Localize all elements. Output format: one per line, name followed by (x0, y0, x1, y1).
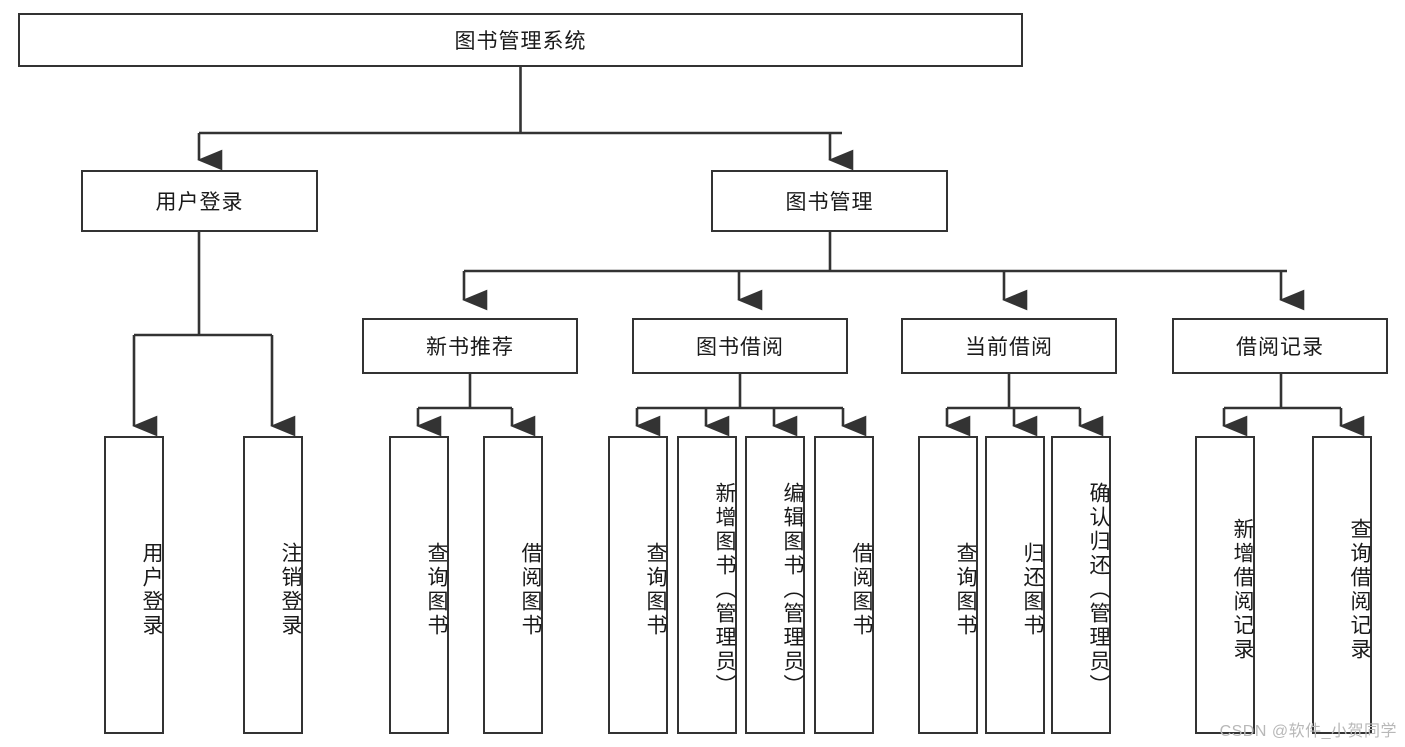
node-label: 查询图书 (644, 542, 667, 638)
node-leaf-query-book-borrow[interactable]: 查询图书 (608, 436, 668, 734)
node-borrow-record[interactable]: 借阅记录 (1172, 318, 1388, 374)
node-new-book-recommend[interactable]: 新书推荐 (362, 318, 578, 374)
node-label: 新增图书（管理员） (713, 482, 736, 698)
node-leaf-query-book-current[interactable]: 查询图书 (918, 436, 978, 734)
node-current-borrow[interactable]: 当前借阅 (901, 318, 1117, 374)
node-leaf-edit-book[interactable]: 编辑图书（管理员） (745, 436, 805, 734)
node-leaf-logout-login[interactable]: 注销登录 (243, 436, 303, 734)
node-label: 归还图书 (1021, 542, 1044, 638)
node-label: 确认归还（管理员） (1087, 482, 1110, 698)
node-book-management[interactable]: 图书管理 (711, 170, 948, 232)
node-label: 查询图书 (425, 542, 448, 638)
node-leaf-borrow-book-recommend[interactable]: 借阅图书 (483, 436, 543, 734)
node-label: 注销登录 (279, 542, 302, 638)
node-label: 图书借阅 (696, 336, 784, 359)
node-label: 查询图书 (954, 542, 977, 638)
node-label: 用户登录 (140, 542, 163, 638)
node-book-borrow[interactable]: 图书借阅 (632, 318, 848, 374)
node-label: 图书管理系统 (454, 30, 587, 53)
node-leaf-confirm-return[interactable]: 确认归还（管理员） (1051, 436, 1111, 734)
node-leaf-add-book[interactable]: 新增图书（管理员） (677, 436, 737, 734)
node-leaf-return-book[interactable]: 归还图书 (985, 436, 1045, 734)
node-leaf-add-borrow-record[interactable]: 新增借阅记录 (1195, 436, 1255, 734)
node-label: 图书管理 (785, 191, 874, 214)
node-label: 借阅图书 (519, 542, 542, 638)
node-leaf-user-login[interactable]: 用户登录 (104, 436, 164, 734)
node-label: 借阅图书 (850, 542, 873, 638)
node-leaf-query-borrow-record[interactable]: 查询借阅记录 (1312, 436, 1372, 734)
node-label: 新书推荐 (426, 336, 514, 359)
node-leaf-borrow-book[interactable]: 借阅图书 (814, 436, 874, 734)
node-label: 用户登录 (155, 191, 244, 214)
node-label: 当前借阅 (965, 336, 1053, 359)
node-label: 查询借阅记录 (1348, 518, 1371, 662)
node-label: 新增借阅记录 (1231, 518, 1254, 662)
node-user-login[interactable]: 用户登录 (81, 170, 318, 232)
node-label: 编辑图书（管理员） (781, 482, 804, 698)
node-label: 借阅记录 (1236, 336, 1324, 359)
node-leaf-query-book-recommend[interactable]: 查询图书 (389, 436, 449, 734)
node-root-book-management-system[interactable]: 图书管理系统 (18, 13, 1023, 67)
